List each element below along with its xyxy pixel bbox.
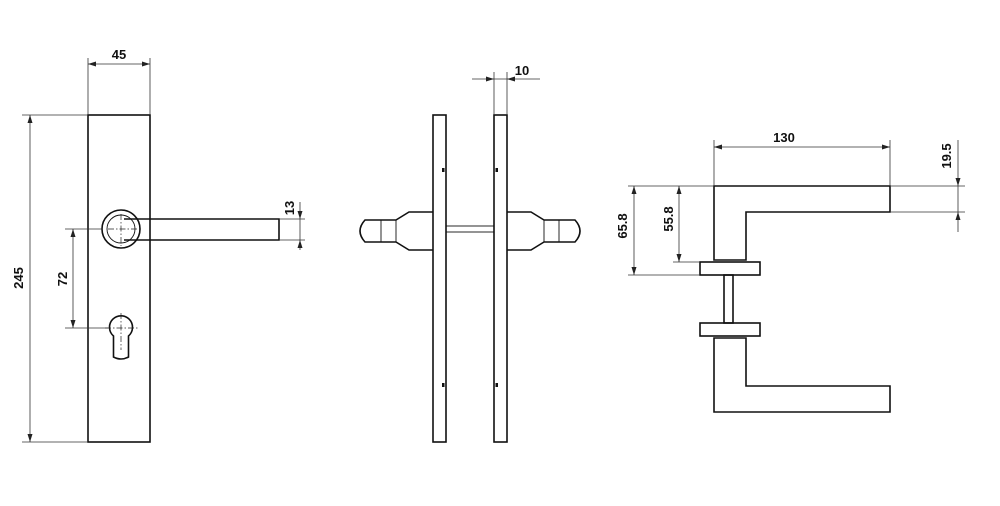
dim-19-5-arrow-bottom bbox=[955, 212, 961, 220]
dim-245-arrow-top bbox=[27, 115, 33, 123]
dim-45-arrow-right bbox=[142, 61, 150, 67]
side-plate-left bbox=[432, 114, 447, 443]
dim-10-label: 10 bbox=[515, 63, 529, 78]
dim-45-arrow-left bbox=[88, 61, 96, 67]
dim-65-8-label: 65.8 bbox=[615, 213, 630, 238]
dim-55-8-arrow-top bbox=[676, 186, 682, 194]
dim-245-label: 245 bbox=[11, 267, 26, 289]
top-lever-upper bbox=[713, 185, 891, 261]
front-lever-arm bbox=[124, 218, 280, 241]
dim-65-8-arrow-top bbox=[631, 186, 637, 194]
dim-55-8-arrow-bottom bbox=[676, 254, 682, 262]
side-screw-bottom-left bbox=[442, 383, 445, 387]
cylinder-keyhole bbox=[108, 314, 134, 360]
top-view: 130 19.5 65.8 55.8 bbox=[615, 130, 965, 413]
dim-19-5-arrow-top bbox=[955, 178, 961, 186]
top-lever-lower bbox=[713, 337, 891, 413]
side-plate-right bbox=[493, 114, 508, 443]
side-spindle bbox=[445, 225, 495, 233]
dim-130-arrow-left bbox=[714, 144, 722, 150]
top-rose-lower bbox=[699, 322, 761, 337]
dim-65-8-arrow-bottom bbox=[631, 267, 637, 275]
top-spindle bbox=[723, 274, 734, 324]
front-view: 45 245 72 13 bbox=[11, 47, 305, 443]
side-screw-bottom-right bbox=[495, 383, 498, 387]
dim-72-arrow-bottom bbox=[70, 320, 76, 328]
side-screw-top-right bbox=[495, 168, 498, 172]
dim-13-label: 13 bbox=[282, 201, 297, 215]
dim-19-5-label: 19.5 bbox=[939, 143, 954, 168]
dim-55-8-label: 55.8 bbox=[661, 206, 676, 231]
side-lever-left bbox=[359, 211, 433, 251]
dim-13-arrow-top bbox=[297, 211, 303, 219]
front-backplate bbox=[87, 114, 151, 443]
top-rose-upper bbox=[699, 261, 761, 276]
dim-72-arrow-top bbox=[70, 229, 76, 237]
dim-13-arrow-bottom bbox=[297, 240, 303, 248]
dim-245-arrow-bottom bbox=[27, 434, 33, 442]
dim-10-arrow-right bbox=[507, 76, 515, 82]
side-view: 10 bbox=[359, 63, 581, 443]
dim-130-arrow-right bbox=[882, 144, 890, 150]
dim-72-label: 72 bbox=[55, 272, 70, 286]
side-lever-right bbox=[507, 211, 581, 251]
side-screw-top-left bbox=[442, 168, 445, 172]
dim-130-label: 130 bbox=[773, 130, 795, 145]
dim-10-arrow-left bbox=[486, 76, 494, 82]
dim-45-label: 45 bbox=[112, 47, 126, 62]
